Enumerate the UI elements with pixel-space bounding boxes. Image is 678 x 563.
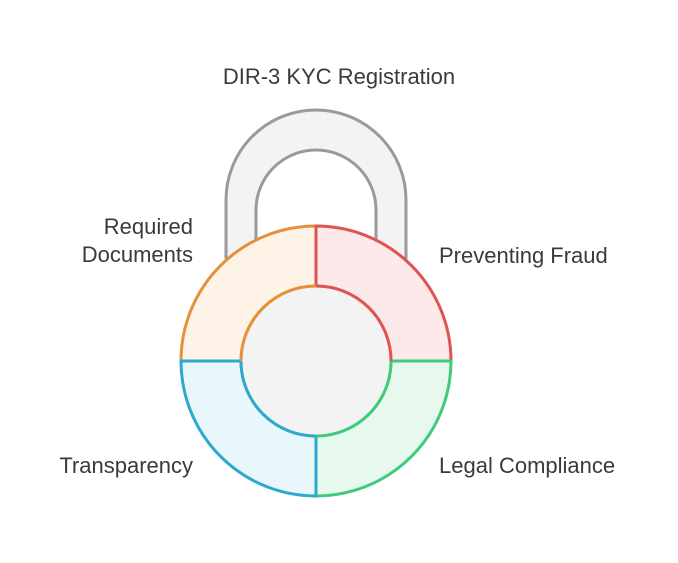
label-line: Legal Compliance — [439, 453, 616, 478]
label-line: Required — [103, 214, 193, 239]
inner-arc-preventing-fraud — [315, 284, 393, 362]
inner-arc-required-documents — [239, 284, 317, 362]
label-line: Preventing Fraud — [439, 243, 608, 268]
label-line: Transparency — [59, 453, 193, 478]
label-required-documents: Required Documents — [40, 213, 193, 269]
label-transparency: Transparency — [20, 452, 193, 480]
padlock-shackle — [224, 108, 408, 260]
padlock-center — [242, 287, 390, 435]
inner-arc-transparency — [239, 360, 317, 438]
label-line: Documents — [81, 242, 193, 267]
label-preventing-fraud: Preventing Fraud — [439, 242, 608, 270]
diagram-title: DIR-3 KYC Registration — [222, 64, 456, 89]
inner-arc-legal-compliance — [315, 360, 393, 438]
label-legal-compliance: Legal Compliance — [439, 452, 615, 480]
